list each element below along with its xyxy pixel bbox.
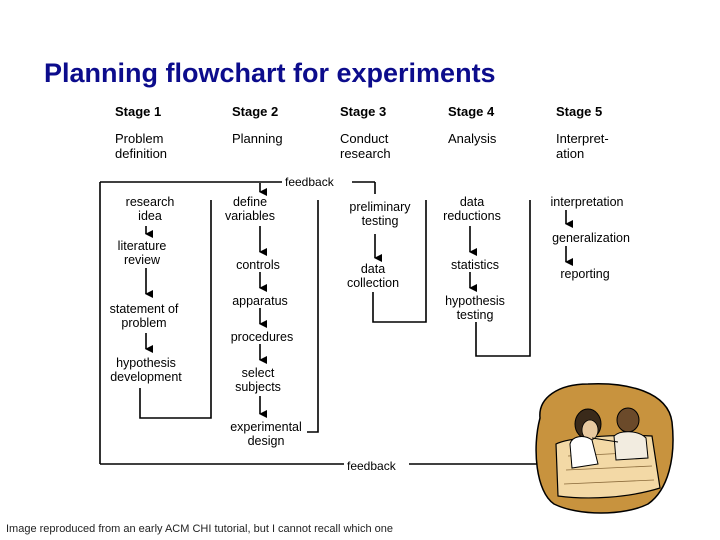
- node-experimental-design: experimental design: [230, 420, 302, 448]
- node-research-idea: research idea: [125, 195, 175, 223]
- node-apparatus: apparatus: [232, 294, 288, 308]
- node-statement-of-problem: statement of problem: [109, 302, 179, 330]
- node-data-collection: data collection: [346, 262, 400, 290]
- stage-5-phase: Interpret- ation: [556, 131, 609, 161]
- image-credit: Image reproduced from an early ACM CHI t…: [6, 523, 394, 535]
- node-literature-review: literature review: [117, 239, 167, 267]
- node-data-reductions: data reductions: [443, 195, 501, 223]
- node-generalization: generalization: [552, 231, 630, 245]
- node-define-variables: define variables: [224, 195, 276, 223]
- node-procedures: procedures: [230, 330, 294, 344]
- node-reporting: reporting: [560, 267, 610, 281]
- node-statistics: statistics: [451, 258, 499, 272]
- stage-1-label: Stage 1: [115, 104, 162, 119]
- node-hypothesis-testing: hypothesis testing: [445, 294, 505, 322]
- stage-2-label: Stage 2: [232, 104, 279, 119]
- stage-4-phase: Analysis: [448, 131, 497, 146]
- feedback-label-bottom: feedback: [347, 459, 396, 473]
- node-controls: controls: [236, 258, 280, 272]
- stage-1-phase: Problem definition: [115, 131, 168, 161]
- node-interpretation: interpretation: [550, 195, 624, 209]
- node-select-subjects: select subjects: [235, 366, 281, 394]
- stage-5-label: Stage 5: [556, 104, 603, 119]
- stage-3-phase: Conduct research: [340, 131, 391, 161]
- stage-2-phase: Planning: [232, 131, 283, 146]
- stage-4-label: Stage 4: [448, 104, 495, 119]
- feedback-label-top: feedback: [285, 175, 334, 189]
- researchers-clipart: [535, 383, 674, 514]
- node-hypothesis-development: hypothesis development: [110, 356, 182, 384]
- stage-3-label: Stage 3: [340, 104, 387, 119]
- node-preliminary-testing: preliminary testing: [349, 200, 411, 228]
- page-title: Planning flowchart for experiments: [44, 58, 496, 88]
